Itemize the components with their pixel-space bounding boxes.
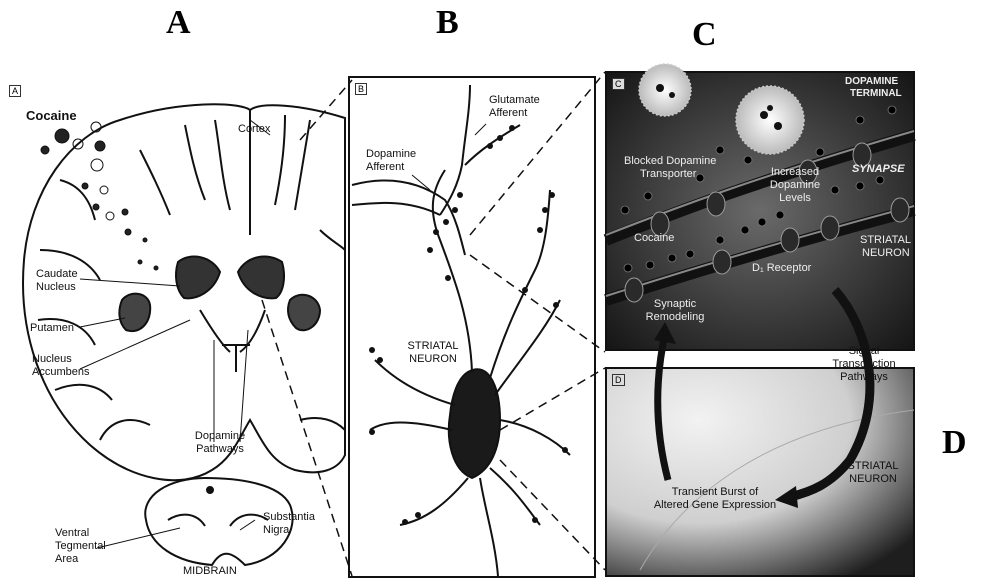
striatal-neuron-label-c-1: STRIATAL [860,234,911,246]
vta-label-3: Area [55,553,78,565]
accumbens-label-2: Accumbens [32,366,89,378]
dopamine-terminal-label-1: DOPAMINE [845,76,898,88]
midbrain-label: MIDBRAIN [183,565,237,577]
caudate-label-2: Nucleus [36,281,76,293]
signal-transduction-label-2: Transduction [824,358,904,370]
panel-tag-a: A [9,85,21,97]
synapse-label: SYNAPSE [852,163,905,175]
substantia-nigra-label-2: Nigra [263,524,289,536]
vta-label-2: Tegmental [55,540,106,552]
accumbens-label-1: Nucleus [32,353,72,365]
cocaine-label: Cocaine [26,110,77,122]
dopamine-afferent-label-1: Dopamine [366,148,416,160]
gene-expression-label-1: Transient Burst of [640,486,790,498]
signal-transduction-label-1: Signal [824,345,904,357]
cortex-label: Cortex [238,123,270,135]
caudate-label-1: Caudate [36,268,78,280]
blocked-transporter-label-1: Blocked Dopamine [624,155,716,167]
signal-transduction-label-3: Pathways [824,371,904,383]
putamen-label: Putamen [30,322,74,334]
panel-tag-d: D [612,374,625,386]
increased-dopamine-label-2: Dopamine [760,179,830,191]
striatal-neuron-label-b-1: STRIATAL [398,340,468,352]
substantia-nigra-label-1: Substantia [263,511,315,523]
striatal-neuron-label-b-2: NEURON [398,353,468,365]
panel-tag-b: B [355,83,367,95]
gene-expression-label-2: Altered Gene Expression [640,499,790,511]
synaptic-remodeling-label-2: Remodeling [640,311,710,323]
pathways-label-1: Dopamine [185,430,255,442]
cocaine-label-c: Cocaine [634,232,674,244]
striatal-neuron-label-d-1: STRIATAL [838,460,908,472]
glutamate-afferent-label-1: Glutamate [489,94,540,106]
vta-label-1: Ventral [55,527,89,539]
panel-a-leaders [80,120,270,548]
d1-receptor-label: D₁ Receptor [752,262,811,274]
blocked-transporter-label-2: Transporter [640,168,696,180]
dopamine-afferent-label-2: Afferent [366,161,404,173]
striatal-neuron-label-c-2: NEURON [862,247,910,259]
pathways-label-2: Pathways [185,443,255,455]
cocaine-particles [41,122,158,270]
increased-dopamine-label-1: Increased [760,166,830,178]
striatal-neuron-label-d-2: NEURON [838,473,908,485]
synaptic-remodeling-label-1: Synaptic [640,298,710,310]
glutamate-afferent-label-2: Afferent [489,107,527,119]
panel-tag-c: C [612,78,625,90]
increased-dopamine-label-3: Levels [760,192,830,204]
dopamine-terminal-label-2: TERMINAL [850,88,902,100]
